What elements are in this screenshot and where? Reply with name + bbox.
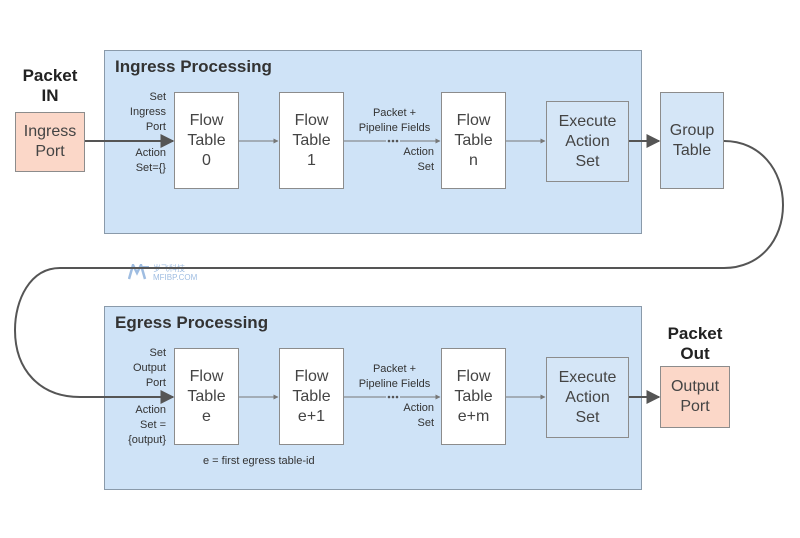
ingress-pipeline-action-line1: Action — [403, 146, 434, 158]
egress-pipeline-line1: Packet + — [372, 363, 417, 375]
group-table-line2: Table — [672, 141, 712, 159]
flow-table-0-line2: Table — [187, 131, 226, 149]
ingress-execute-line1: Execute — [558, 112, 617, 130]
ingress-pipeline-action-label: Action Set — [403, 145, 434, 175]
flow-table-n-line1: Flow — [456, 111, 491, 129]
ingress-pipeline-fields-label: Packet + Pipeline Fields — [344, 106, 445, 136]
egress-footnote: e = first egress table-id — [203, 455, 315, 467]
packet-in-line2: IN — [41, 86, 59, 105]
flow-table-1-line2: Table — [292, 131, 331, 149]
egress-pipeline-action-line2: Set — [417, 417, 434, 429]
watermark: 岁飞科技 MFIBP.COM — [128, 264, 197, 282]
ingress-pipeline-line1: Packet + — [372, 107, 417, 119]
egress-pipeline-action-label: Action Set — [403, 401, 434, 431]
ingress-set-label-line1: Set — [149, 91, 166, 103]
flow-table-e-line2: Table — [187, 387, 226, 405]
egress-pipeline-line2: Pipeline Fields — [358, 378, 431, 390]
flow-table-n-line2: Table — [454, 131, 493, 149]
ingress-execute-line2: Action — [565, 132, 610, 150]
ingress-pipeline-line2: Pipeline Fields — [358, 122, 431, 134]
egress-set-label-line1: Set — [149, 347, 166, 359]
ingress-action-label-line1: Action — [135, 147, 166, 159]
flow-table-e1-line3: e+1 — [297, 407, 326, 425]
flow-table-em-line2: Table — [454, 387, 493, 405]
egress-set-label-line3: Port — [145, 377, 166, 389]
ingress-set-label-line2: Ingress — [129, 106, 166, 118]
ingress-port-line1: Ingress — [23, 123, 77, 140]
flow-table-n-line3: n — [469, 151, 478, 169]
flow-table-em-line1: Flow — [456, 367, 491, 385]
watermark-line1: 岁飞科技 — [153, 264, 185, 273]
egress-action-label-line1: Action — [135, 404, 166, 416]
egress-pipeline-fields-label: Packet + Pipeline Fields — [344, 362, 445, 392]
output-port-line2: Port — [680, 398, 710, 415]
ingress-set-label-line3: Port — [145, 121, 166, 133]
egress-action-label-line3: {output} — [128, 434, 166, 446]
egress-pipeline-action-line1: Action — [403, 402, 434, 414]
egress-execute-line3: Set — [575, 408, 600, 426]
ingress-action-set-label: Action Set={} — [135, 146, 166, 176]
egress-set-port-label: Set Output Port — [133, 346, 166, 391]
flow-table-e1-line2: Table — [292, 387, 331, 405]
packet-in-header: Packet IN — [15, 66, 85, 106]
ingress-port-line2: Port — [35, 143, 65, 160]
output-port-line1: Output — [670, 378, 720, 395]
egress-set-label-line2: Output — [132, 362, 166, 374]
flow-table-em-line3: e+m — [457, 407, 490, 425]
egress-action-set-label: Action Set = {output} — [128, 403, 166, 448]
flow-table-e1-line1: Flow — [294, 367, 329, 385]
egress-execute-line2: Action — [565, 388, 610, 406]
ingress-action-label-line2: Set={} — [135, 162, 166, 174]
flow-table-1-line3: 1 — [307, 151, 316, 169]
flow-table-e-line1: Flow — [189, 367, 224, 385]
ingress-processing-title: Ingress Processing — [115, 57, 272, 76]
flow-table-1-line1: Flow — [294, 111, 329, 129]
egress-processing-title: Egress Processing — [115, 313, 269, 332]
flow-table-e-line3: e — [202, 407, 211, 425]
packet-out-line1: Packet — [667, 324, 723, 343]
watermark-line2: MFIBP.COM — [153, 273, 198, 282]
ingress-pipeline-action-line2: Set — [417, 161, 434, 173]
flow-table-0-line1: Flow — [189, 111, 224, 129]
egress-execute-line1: Execute — [558, 368, 617, 386]
packet-out-header: Packet Out — [659, 324, 731, 364]
packet-in-line1: Packet — [22, 66, 78, 85]
watermark-text: 岁飞科技 MFIBP.COM — [153, 264, 197, 282]
group-table-line1: Group — [669, 121, 715, 139]
egress-action-label-line2: Set = — [140, 419, 166, 431]
ingress-set-port-label: Set Ingress Port — [130, 90, 166, 135]
watermark-logo-icon — [128, 264, 149, 280]
ingress-execute-line3: Set — [575, 152, 600, 170]
flow-table-0-line3: 0 — [202, 151, 211, 169]
packet-out-line2: Out — [680, 344, 710, 363]
